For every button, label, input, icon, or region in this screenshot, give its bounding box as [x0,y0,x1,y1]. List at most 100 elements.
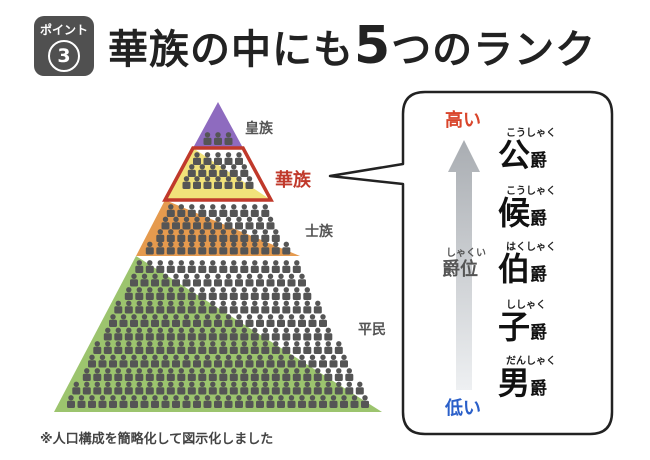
person-figure [208,287,217,300]
person-figure [224,216,233,230]
tier-label-shizoku: 士族 [305,223,334,240]
person-figure [298,314,306,327]
person-figure [334,341,343,354]
page-title: 華族の中にも5つのランク [108,20,596,76]
badge-label: ポイント [39,23,88,37]
person-figure [277,314,285,327]
person-figure [271,241,280,255]
person-figure [203,273,212,287]
person-figure [219,287,228,300]
person-figure [187,287,196,300]
tier-label-kouzoku: 皇族 [245,120,274,137]
badge-number: 3 [48,40,80,72]
person-figure [250,260,259,273]
footnote: ※人口構成を簡略化して図示化しました [40,432,274,447]
person-figure [303,341,312,354]
person-figure [329,354,338,368]
person-figure [313,327,322,341]
person-figure [214,273,222,287]
person-figure [324,341,333,354]
person-figure [292,327,301,341]
person-figure [303,287,312,300]
person-figure [203,152,212,165]
person-figure [240,164,249,177]
person-figure [355,381,364,395]
person-figure [229,287,238,300]
person-figure [245,314,254,327]
person-figure [198,287,207,300]
person-figure [198,204,207,217]
person-figure [271,327,280,341]
person-figure [345,368,354,381]
person-figure [229,300,238,314]
person-figure [298,273,306,287]
person-figure [235,273,243,287]
person-figure [145,260,154,273]
person-figure [219,260,228,273]
person-figure [193,273,201,287]
person-figure [250,204,259,217]
person-figure [224,273,233,287]
person-figure [292,287,301,300]
person-figure [261,287,270,300]
person-figure [345,381,354,395]
person-figure [256,216,264,230]
person-figure [166,260,175,273]
person-figure [214,152,222,165]
person-figure [266,314,275,327]
person-figure [303,300,312,314]
person-figure [282,241,291,255]
person-figure [245,273,254,287]
person-figure [208,260,217,273]
person-figure [308,314,317,327]
person-figure [277,273,285,287]
person-figure [224,152,233,165]
person-figure [261,204,270,217]
person-figure [208,300,217,314]
person-figure [292,341,301,354]
person-figure [271,300,280,314]
person-figure [182,273,191,287]
person-figure [214,216,222,230]
person-figure [229,260,238,273]
kazoku-highlight-frame [162,146,274,202]
person-figure [256,273,264,287]
person-figure [266,273,275,287]
title-part1: 華族の中にも [108,27,354,73]
person-figure [208,204,217,217]
tier-label-kazoku: 華族 [275,169,312,191]
person-figure [287,314,296,327]
person-figure [324,327,333,341]
person-figure [334,368,343,381]
title-number: 5 [354,16,392,76]
person-figure [240,204,249,217]
person-figure [313,300,322,314]
person-figure [287,273,296,287]
person-figure [271,229,280,242]
person-figure [198,260,207,273]
person-figure [245,176,254,189]
person-figure [245,216,254,230]
person-figure [282,341,291,354]
person-figure [235,152,243,165]
person-figure [261,229,270,242]
person-figure [282,327,291,341]
person-figure [292,300,301,314]
person-figure [250,229,259,242]
person-figure [235,314,243,327]
person-figure [240,229,249,242]
person-figure [319,354,327,368]
person-figure [229,204,238,217]
person-figure [240,287,249,300]
person-figure [266,216,275,230]
person-figure [282,287,291,300]
person-figure [250,327,259,341]
person-figure [261,300,270,314]
person-figure [282,300,291,314]
person-figure [298,354,306,368]
person-figure [250,300,259,314]
person-figure [240,300,249,314]
person-figure [187,204,196,217]
person-figure [219,164,228,177]
